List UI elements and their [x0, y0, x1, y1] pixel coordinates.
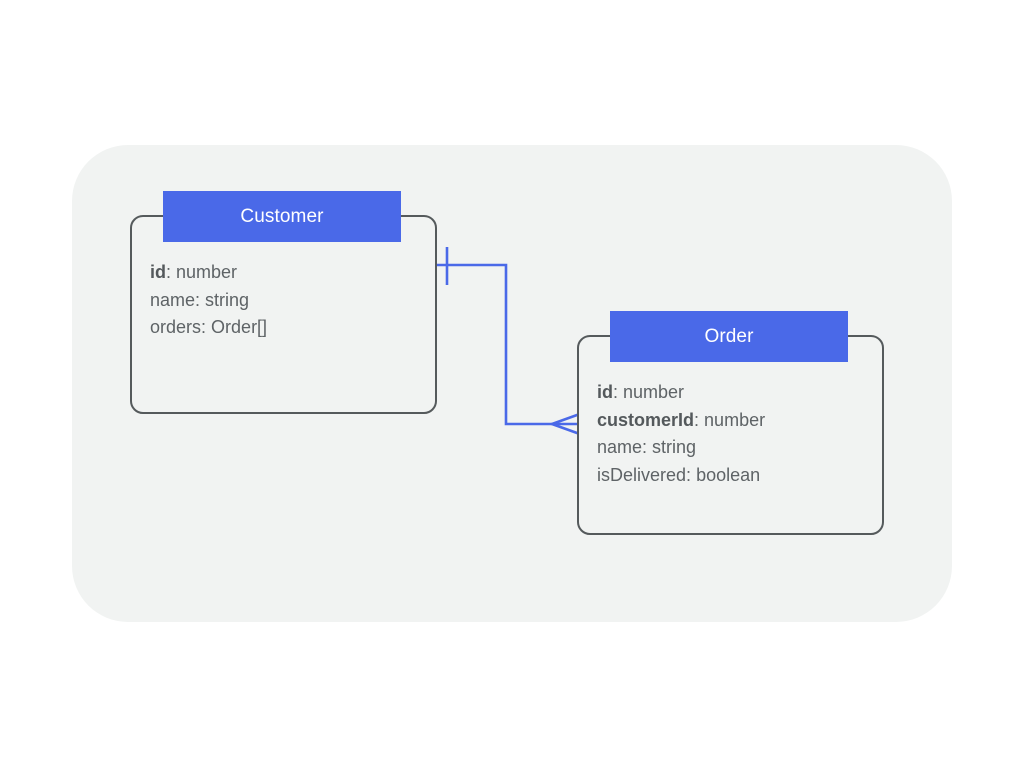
attribute-separator: : [195, 289, 206, 310]
attribute-row: id: number [150, 259, 427, 287]
attribute-name: isDelivered [597, 464, 687, 485]
attribute-type: number [623, 382, 685, 402]
attribute-name: orders [150, 317, 202, 337]
entity-order-attributes: id: number customerId: number name: stri… [597, 379, 874, 489]
attribute-type: number [704, 409, 766, 430]
attribute-type: string [205, 289, 250, 310]
attribute-name: id [150, 262, 166, 282]
attribute-type: string [652, 437, 697, 457]
attribute-row: orders: Order[] [150, 314, 427, 342]
attribute-row: id: number [597, 379, 874, 407]
entity-customer[interactable]: Customer id: number name: string orders:… [130, 191, 437, 414]
attribute-separator: : [166, 262, 177, 282]
entity-customer-body [130, 215, 437, 414]
entity-order[interactable]: Order id: number customerId: number name… [577, 311, 884, 535]
attribute-separator: : [686, 464, 697, 485]
attribute-separator: : [201, 317, 212, 337]
attribute-type: boolean [696, 464, 761, 485]
attribute-row: name: string [597, 434, 874, 462]
attribute-type: number [176, 262, 238, 282]
attribute-name: name [597, 437, 643, 457]
attribute-name: id [597, 382, 613, 402]
attribute-row: name: string [150, 287, 427, 315]
attribute-separator: : [694, 409, 705, 430]
attribute-separator: : [613, 382, 624, 402]
entity-order-title: Order [610, 311, 848, 362]
entity-customer-title: Customer [163, 191, 401, 242]
attribute-row: customerId: number [597, 407, 874, 435]
attribute-name: customerId [597, 409, 695, 430]
entity-customer-attributes: id: number name: string orders: Order[] [150, 259, 427, 342]
attribute-separator: : [642, 437, 653, 457]
attribute-row: isDelivered: boolean [597, 462, 874, 490]
attribute-type: Order[] [211, 317, 268, 337]
attribute-name: name [150, 289, 196, 310]
